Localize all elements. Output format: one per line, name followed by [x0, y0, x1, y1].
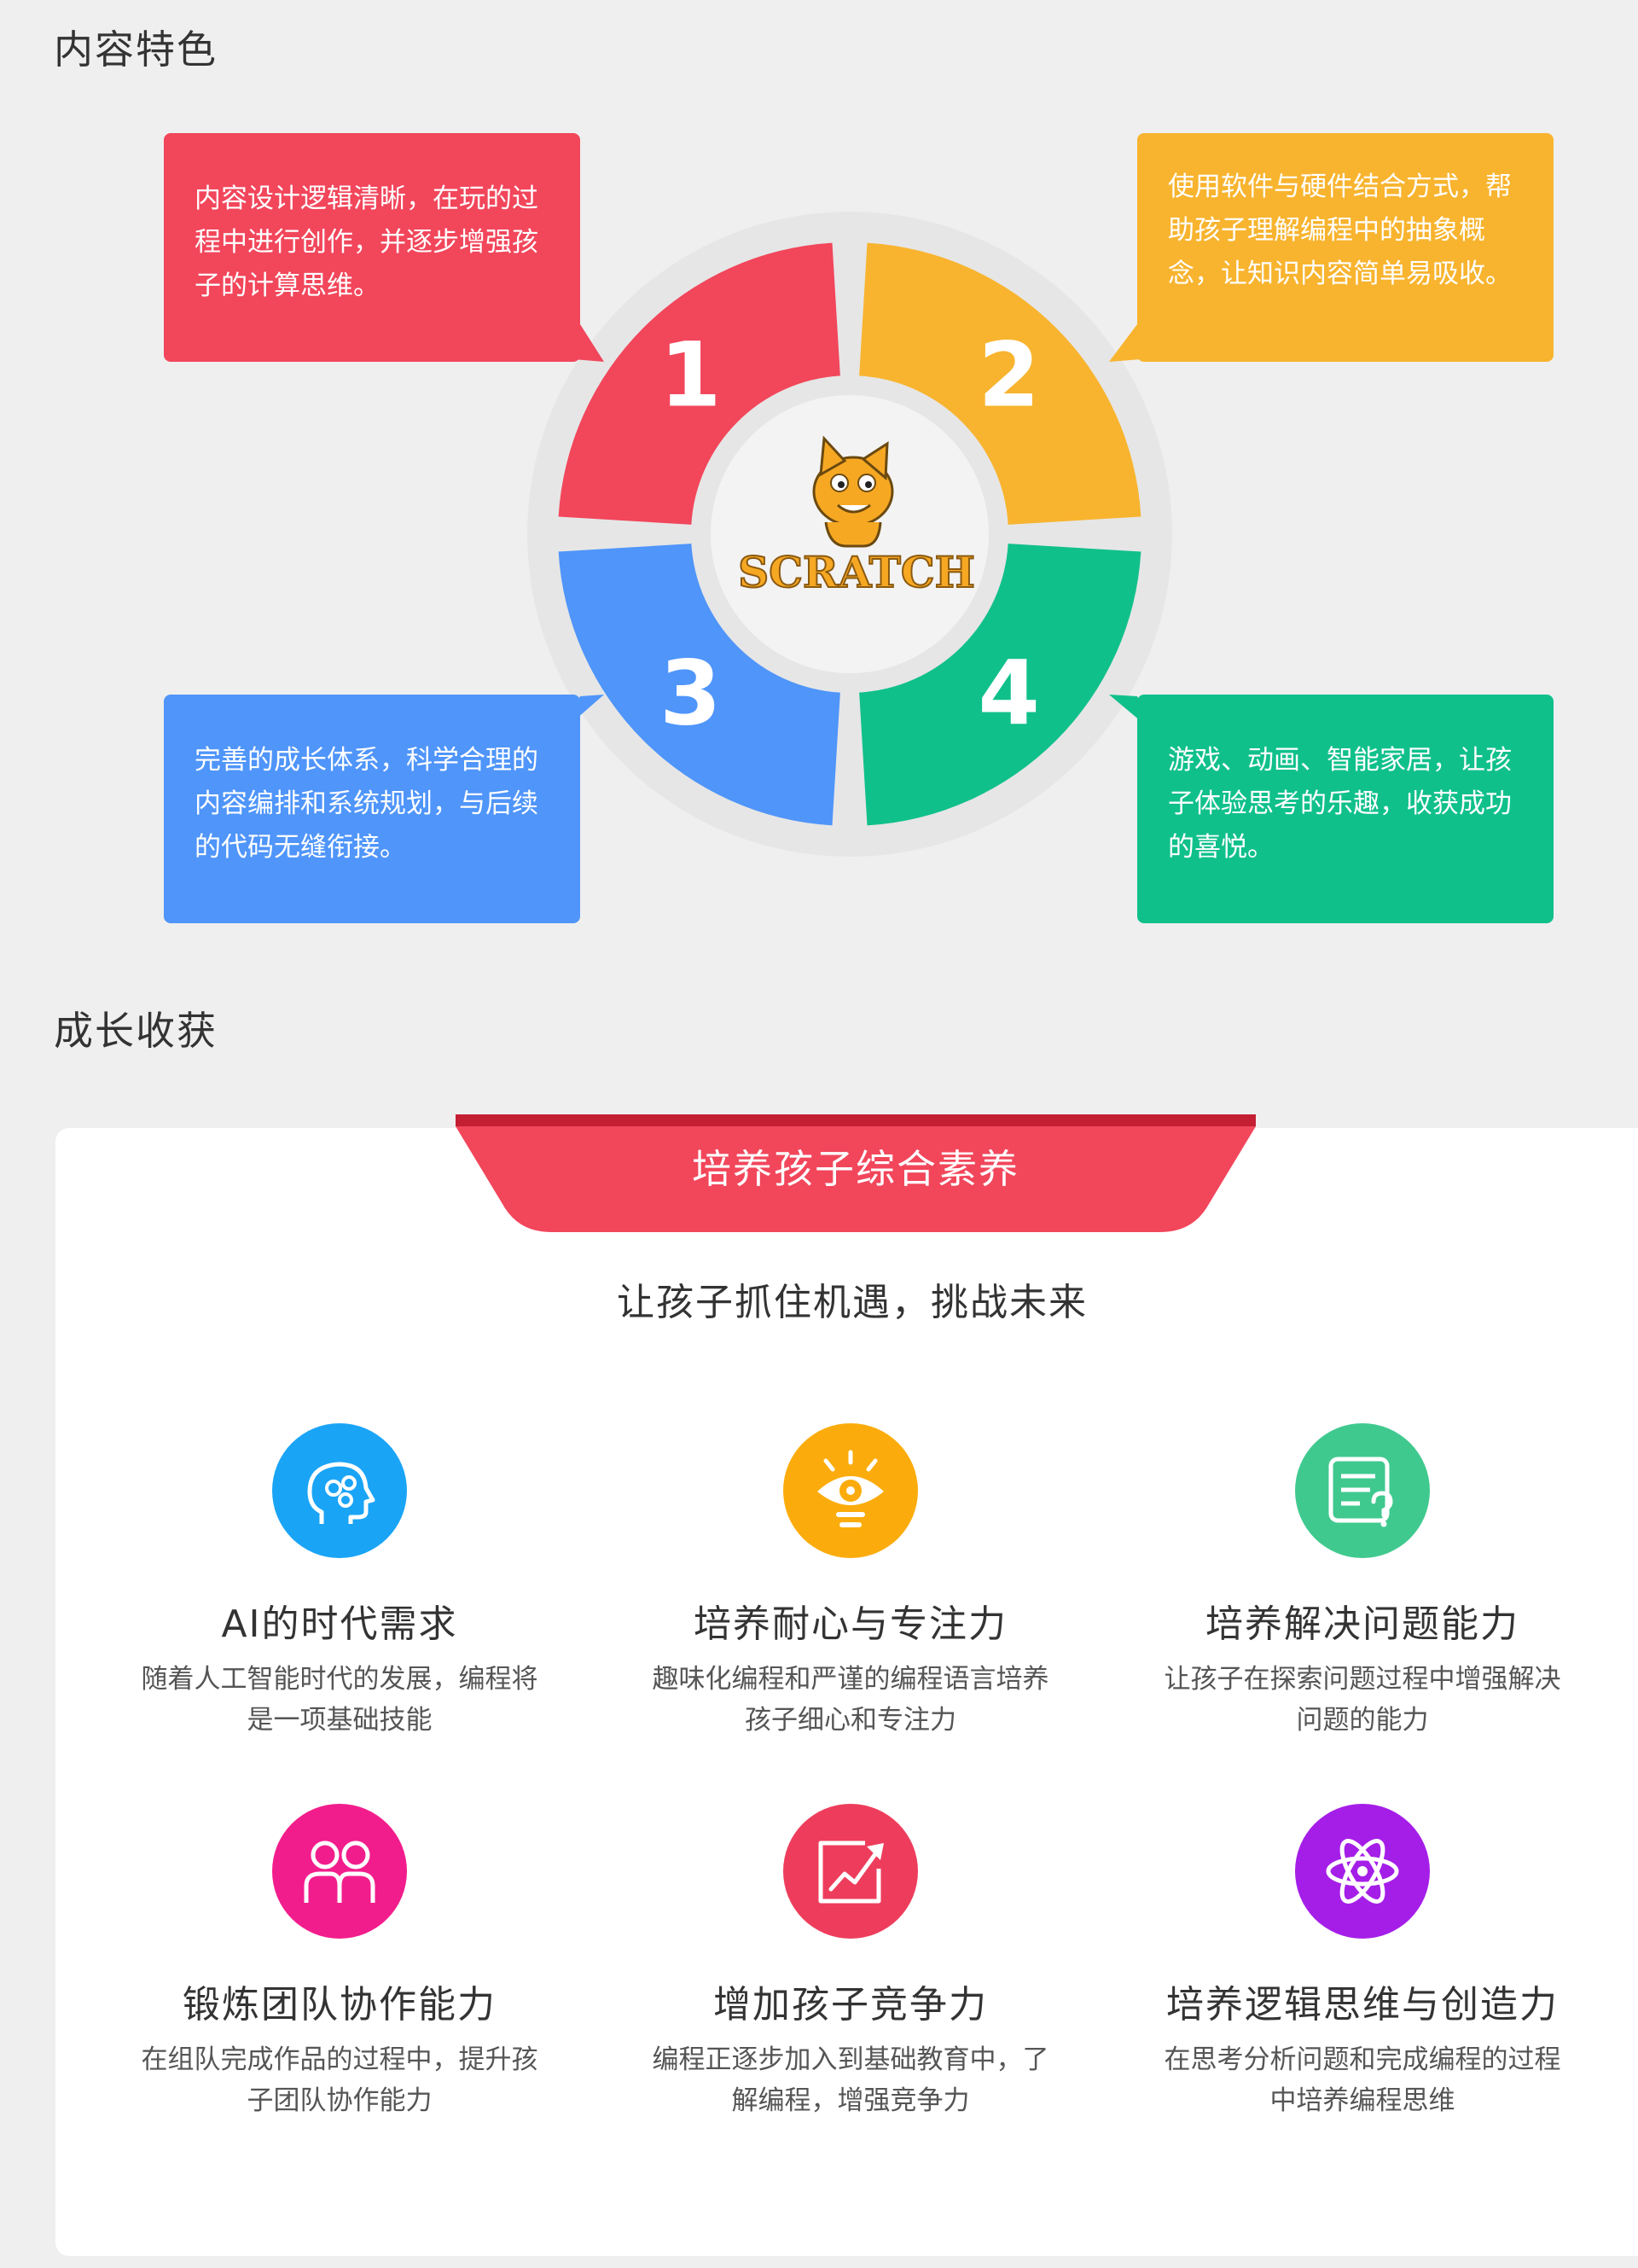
- growth-item-title: 培养逻辑思维与创造力: [1166, 1983, 1559, 2027]
- quadrant-number-3: 3: [659, 642, 721, 746]
- growth-item-title: 增加孩子竞争力: [713, 1983, 988, 2027]
- quadrant-2: [859, 242, 1141, 525]
- quadrant-4: [859, 544, 1141, 826]
- feature-bubble-4: 游戏、动画、智能家居，让孩子体验思考的乐趣，收获成功的喜悦。: [1137, 695, 1554, 923]
- growth-chart-icon: [783, 1804, 918, 1939]
- growth-card: [55, 1128, 1638, 2256]
- scratch-cat-icon: [812, 435, 894, 548]
- feature-bubble-3: 完善的成长体系，科学合理的内容编排和系统规划，与后续的代码无缝衔接。: [164, 695, 580, 923]
- team-people-icon: [272, 1804, 407, 1939]
- growth-item-teamwork: 锻炼团队协作能力 在组队完成作品的过程中，提升孩子团队协作能力: [84, 1804, 595, 2121]
- eye-bulb-icon: [783, 1423, 918, 1558]
- cycle-ring: SCRATCH 1 2 3 4: [527, 212, 1172, 857]
- quadrant-number-4: 4: [978, 642, 1039, 746]
- feature-text-2: 使用软件与硬件结合方式，帮助孩子理解编程中的抽象概念，让知识内容简单易吸收。: [1168, 172, 1512, 289]
- ribbon-banner: [456, 1114, 1256, 1232]
- scratch-logo-text: SCRATCH: [738, 547, 975, 597]
- growth-item-desc: 趣味化编程和严谨的编程语言培养孩子细心和专注力: [652, 1664, 1049, 1736]
- growth-item-desc: 在思考分析问题和完成编程的过程中培养编程思维: [1164, 2044, 1561, 2116]
- feature-text-3: 完善的成长体系，科学合理的内容编排和系统规划，与后续的代码无缝衔接。: [195, 745, 538, 863]
- feature-diagram: SCRATCH 1 2 3 4 内容设计逻辑清晰，在玩的过程中进行创作，并逐步增强孩子…: [0, 0, 1638, 956]
- growth-item-competitiveness: 增加孩子竞争力 编程正逐步加入到基础教育中，了解编程，增强竞争力: [595, 1804, 1107, 2121]
- growth-item-desc: 编程正逐步加入到基础教育中，了解编程，增强竞争力: [652, 2044, 1049, 2116]
- growth-item-title: 培养解决问题能力: [1205, 1602, 1519, 1646]
- quadrant-number-2: 2: [978, 323, 1039, 427]
- feature-bubble-1: 内容设计逻辑清晰，在玩的过程中进行创作，并逐步增强孩子的计算思维。: [164, 133, 580, 362]
- atom-icon: [1295, 1804, 1430, 1939]
- growth-item-ai-demand: AI的时代需求 随着人工智能时代的发展，编程将是一项基础技能: [84, 1423, 595, 1741]
- section-title-features: 内容特色: [54, 26, 218, 73]
- feature-text-1: 内容设计逻辑清晰，在玩的过程中进行创作，并逐步增强孩子的计算思维。: [195, 183, 538, 301]
- growth-item-desc: 随着人工智能时代的发展，编程将是一项基础技能: [141, 1664, 538, 1736]
- feature-bubble-2: 使用软件与硬件结合方式，帮助孩子理解编程中的抽象概念，让知识内容简单易吸收。: [1137, 133, 1554, 362]
- growth-item-title: 锻炼团队协作能力: [183, 1983, 497, 2027]
- growth-item-title: AI的时代需求: [221, 1602, 458, 1646]
- quadrant-1: [558, 242, 840, 525]
- growth-subtitle: 让孩子抓住机遇，挑战未来: [617, 1281, 1088, 1324]
- growth-item-desc: 让孩子在探索问题过程中增强解决问题的能力: [1164, 1664, 1561, 1736]
- section-title-growth: 成长收获: [54, 1008, 218, 1054]
- question-document-icon: [1295, 1423, 1430, 1558]
- feature-text-4: 游戏、动画、智能家居，让孩子体验思考的乐趣，收获成功的喜悦。: [1168, 745, 1512, 863]
- growth-item-desc: 在组队完成作品的过程中，提升孩子团队协作能力: [141, 2044, 538, 2116]
- growth-item-title: 培养耐心与专注力: [694, 1602, 1008, 1646]
- growth-item-problem-solving: 培养解决问题能力 让孩子在探索问题过程中增强解决问题的能力: [1107, 1423, 1618, 1741]
- growth-item-logic-creativity: 培养逻辑思维与创造力 在思考分析问题和完成编程的过程中培养编程思维: [1107, 1804, 1618, 2121]
- brain-head-icon: [272, 1423, 407, 1558]
- quadrant-number-1: 1: [659, 323, 721, 427]
- quadrant-3: [558, 544, 840, 826]
- growth-item-patience: 培养耐心与专注力 趣味化编程和严谨的编程语言培养孩子细心和专注力: [595, 1423, 1107, 1741]
- ribbon-label: 培养孩子综合素养: [692, 1146, 1019, 1192]
